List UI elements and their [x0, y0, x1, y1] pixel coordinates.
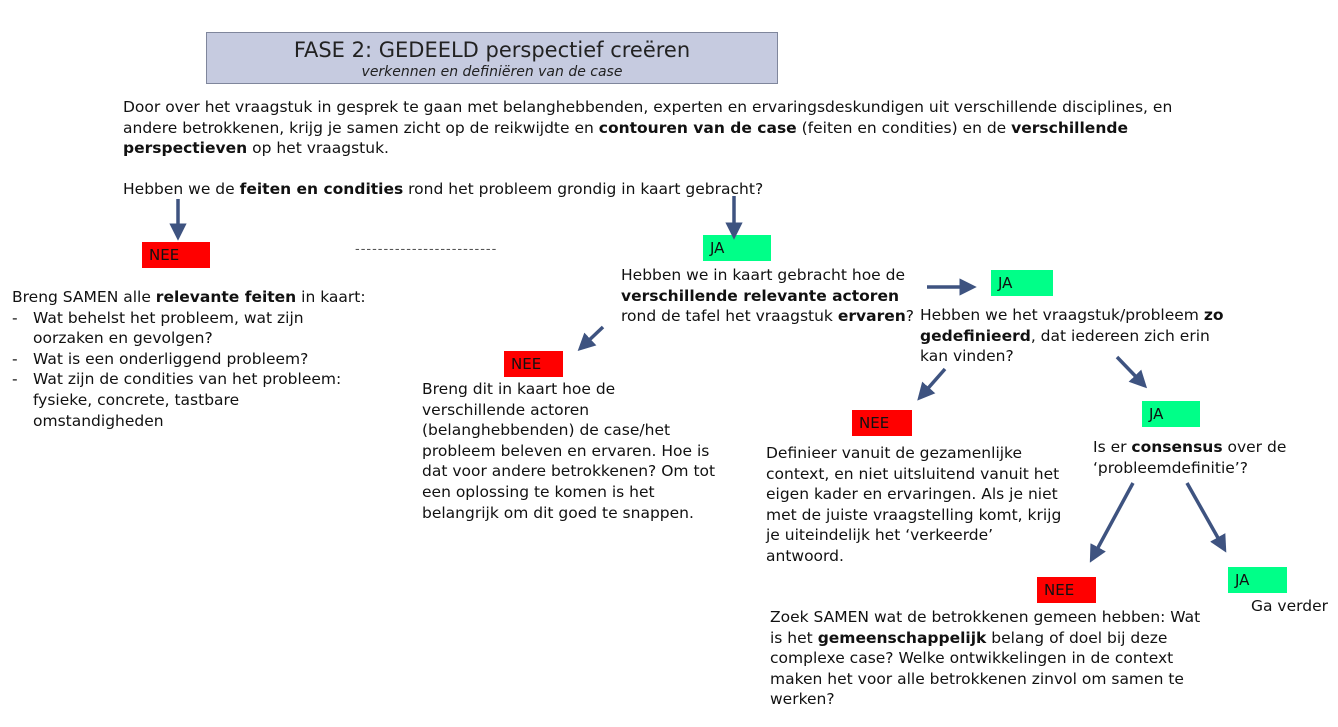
n1-text-1: Breng SAMEN alle [12, 288, 156, 306]
q1-bold: feiten en condities [239, 180, 404, 198]
n4-bold: gemeenschappelijk [817, 628, 987, 647]
q3-bold: zo gedefinieerd [920, 306, 1224, 345]
q1-text-2: rond het probleem grondig in kaart gebra… [403, 180, 764, 198]
nee-2-instruction: Breng dit in kaart hoe de verschillende … [422, 380, 716, 522]
nee-4-instruction: Zoek SAMEN wat de betrokkenen gemeen heb… [770, 607, 1210, 710]
question-1: Hebben we de feiten en condities rond he… [123, 179, 883, 200]
ja-4-continue: Ga verder [1251, 597, 1328, 615]
n1-bold: relevante feiten [155, 288, 297, 306]
q4-text-2: over de ‘probleemdefinitie’? [1093, 438, 1287, 477]
list-item: Wat behelst het probleem, wat zijn oorza… [12, 308, 372, 349]
phase-title-box: FASE 2: GEDEELD perspectief creëren verk… [206, 32, 778, 84]
intro-text-2: (feiten en condities) en de [796, 118, 1012, 137]
intro-text-3: op het vraagstuk. [247, 139, 389, 158]
q3-text-1: Hebben we het vraagstuk/probleem [920, 306, 1204, 324]
page-subtitle: verkennen en definiëren van de case [361, 64, 623, 80]
intro-text-1: Door over het vraagstuk in gesprek te ga… [123, 98, 1173, 137]
page-title: FASE 2: GEDEELD perspectief creëren [293, 38, 691, 62]
nee-badge-1: NEE [142, 242, 210, 268]
arrow-to-nee-2 [577, 325, 605, 352]
arrow-to-ja-4 [1185, 482, 1227, 553]
list-item: Wat is een onderliggend probleem? [12, 349, 372, 370]
arrow-to-nee-4 [1089, 482, 1135, 563]
arrow-to-nee-3 [917, 367, 947, 401]
q1-text-1: Hebben we de [123, 180, 240, 198]
q3-text-2: , dat iedereen zich erin kan vinden? [920, 326, 1210, 366]
nee-3-instruction: Definieer vanuit de gezamenlijke context… [766, 444, 1062, 565]
q4-text-1: Is er [1093, 438, 1132, 456]
ja-badge-3: JA [1142, 401, 1200, 427]
n4-text-1: Zoek SAMEN wat de betrokkenen gemeen heb… [770, 608, 1201, 647]
n4-text-2: belang of doel bij deze complexe case? W… [770, 628, 1184, 709]
q2-text-1: Hebben we in kaart gebracht hoe de [621, 266, 906, 284]
arrow-to-ja-3 [1115, 355, 1148, 389]
q4-bold: consensus [1131, 438, 1223, 456]
q2-bold-1: verschillende relevante actoren [621, 286, 899, 305]
q2-bold-2: ervaren [837, 307, 906, 326]
question-3: Hebben we het vraagstuk/probleem zo gede… [920, 305, 1240, 367]
intro-bold-1: contouren van de case [598, 118, 797, 137]
nee-1-list: Wat behelst het probleem, wat zijn oorza… [12, 308, 372, 432]
n1-text-2: in kaart: [296, 288, 366, 306]
nee-badge-4: NEE [1037, 577, 1096, 603]
nee-badge-3: NEE [852, 410, 912, 436]
nee-1-lead: Breng SAMEN alle relevante feiten in kaa… [12, 287, 372, 308]
nee-badge-2: NEE [504, 351, 563, 377]
intro-paragraph: Door over het vraagstuk in gesprek te ga… [123, 97, 1203, 159]
intro-bold-2: verschillende perspectieven [123, 118, 1128, 158]
question-4: Is er consensus over de ‘probleemdefinit… [1093, 437, 1308, 478]
question-2: Hebben we in kaart gebracht hoe de versc… [621, 265, 921, 327]
list-item: Wat zijn de condities van het probleem: … [12, 369, 372, 431]
nee-1-instruction: Breng SAMEN alle relevante feiten in kaa… [12, 287, 372, 431]
ja-badge-4: JA [1228, 567, 1287, 593]
dashed-divider: ------------------------- [355, 242, 498, 257]
q2-text-3: ? [905, 307, 914, 326]
q2-text-2: rond de tafel het vraagstuk [621, 307, 838, 326]
ja-badge-2: JA [991, 270, 1053, 296]
